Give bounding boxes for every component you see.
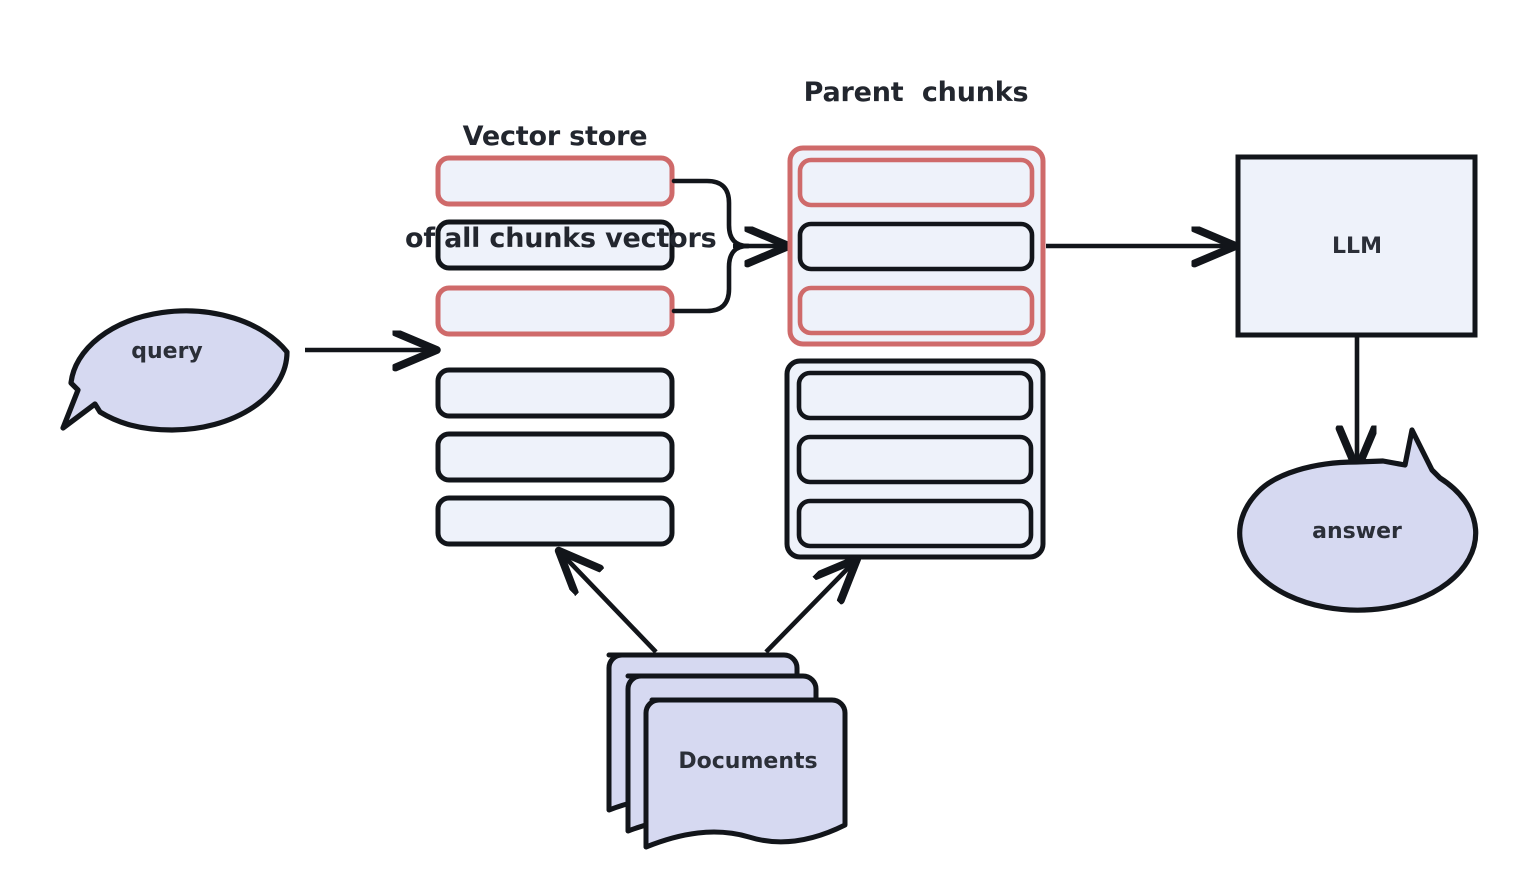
llm-box: [1235, 154, 1478, 338]
vector-chunk-4: [435, 431, 675, 483]
vector-chunk-1: [435, 219, 675, 271]
documents-stack: [606, 652, 848, 850]
parent-group-0-child-0: [797, 157, 1035, 208]
vector-chunk-2: [435, 285, 675, 337]
parent-group-1-child-1: [796, 434, 1034, 485]
parent-group-0-child-2: [797, 285, 1035, 336]
arrow-documents-to-vector-store: [560, 552, 658, 654]
parent-group-0-child-1: [797, 221, 1035, 272]
vector-chunk-5: [435, 495, 675, 547]
document-sheet-front: [643, 697, 848, 850]
merge-connector-to-parent-chunks: [671, 178, 751, 314]
parent-group-1-child-2: [796, 498, 1034, 549]
query-bubble: [60, 308, 290, 433]
arrow-documents-to-parent-chunks: [764, 560, 856, 654]
parent-chunk-group-0: [787, 145, 1046, 347]
vector-store-chunks: [435, 155, 675, 547]
vector-chunk-0: [435, 155, 675, 207]
vector-chunk-3: [435, 367, 675, 419]
parent-chunk-group-1: [784, 358, 1046, 560]
parent-group-1-child-0: [796, 370, 1034, 421]
answer-bubble: [1237, 427, 1479, 613]
